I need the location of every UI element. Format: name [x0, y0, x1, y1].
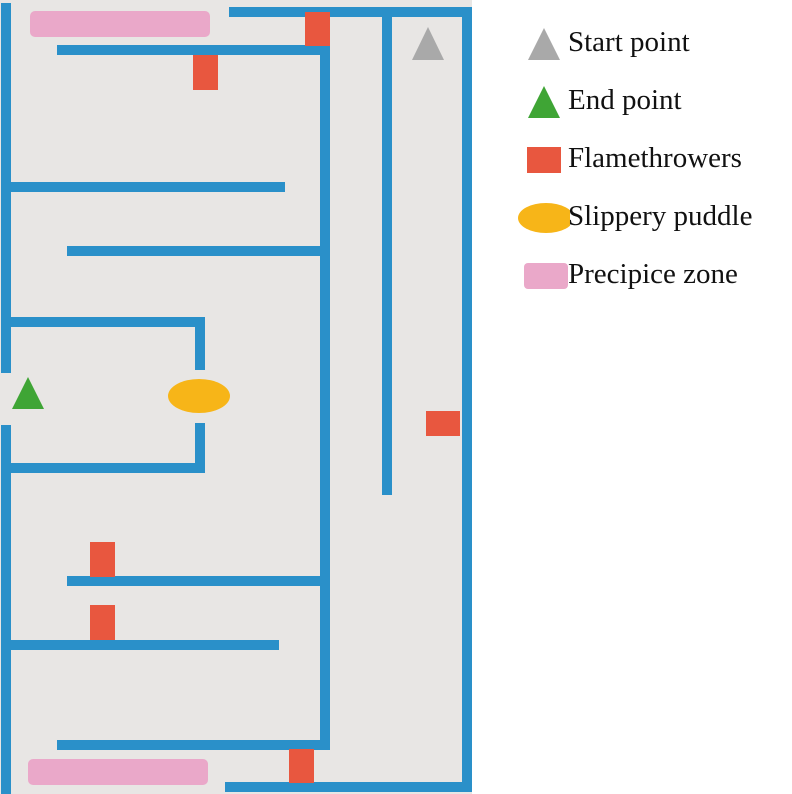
legend-item-start: Start point — [510, 20, 790, 78]
flamethrower — [289, 749, 314, 783]
flamethrower — [426, 411, 460, 436]
slippery-puddle — [168, 379, 230, 413]
flamethrowers — [90, 12, 460, 783]
start-point-marker — [412, 27, 444, 60]
legend: Start point End point Flamethrowers Slip… — [510, 20, 790, 310]
legend-item-puddle: Slippery puddle — [510, 194, 790, 252]
legend-item-precipice: Precipice zone — [510, 252, 790, 310]
flamethrower — [193, 55, 218, 90]
maze-floor — [0, 0, 472, 794]
legend-label-end: End point — [568, 84, 682, 116]
yellow-ellipse-icon — [518, 203, 570, 233]
maze-walls — [1, 3, 472, 794]
end-point-marker — [12, 377, 44, 409]
legend-item-end: End point — [510, 78, 790, 136]
legend-label-puddle: Slippery puddle — [568, 200, 753, 232]
precipice-zone-bottom — [28, 759, 208, 785]
flamethrower — [90, 542, 115, 577]
precipice-zone-top — [30, 11, 210, 37]
gray-triangle-icon — [528, 28, 560, 60]
legend-label-flamethrower: Flamethrowers — [568, 142, 742, 174]
legend-label-precipice: Precipice zone — [568, 258, 738, 290]
red-square-icon — [527, 147, 561, 173]
flamethrower — [90, 605, 115, 640]
legend-label-start: Start point — [568, 26, 690, 58]
legend-item-flamethrower: Flamethrowers — [510, 136, 790, 194]
maze-board — [0, 0, 472, 794]
green-triangle-icon — [528, 86, 560, 118]
pink-rectangle-icon — [524, 263, 568, 289]
flamethrower — [305, 12, 330, 46]
